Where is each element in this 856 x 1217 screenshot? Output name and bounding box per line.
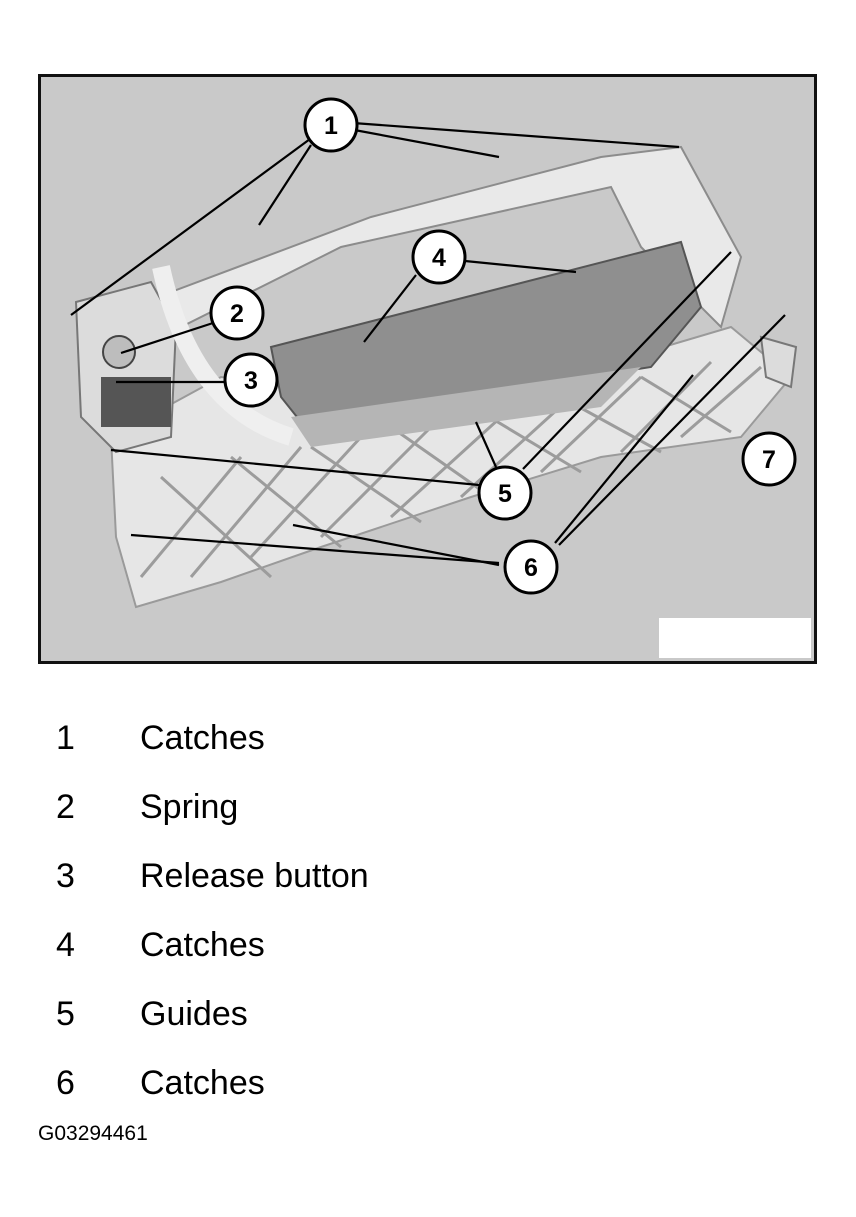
spring-element <box>102 335 136 369</box>
callout-2: 2 <box>209 285 265 341</box>
legend-label: Catches <box>140 1064 265 1102</box>
legend-number: 6 <box>56 1064 75 1102</box>
legend-label: Catches <box>140 719 265 757</box>
callout-7: 7 <box>741 431 797 487</box>
legend-number: 3 <box>56 857 75 895</box>
legend-number: 4 <box>56 926 75 964</box>
legend-item: 2 Spring <box>0 787 600 827</box>
figure-id: G03294461 <box>38 1122 148 1145</box>
svg-text:6: 6 <box>524 554 538 582</box>
legend-item: 4 Catches <box>0 925 600 965</box>
diagram-figure: 1 2 3 4 5 6 7 <box>38 74 817 664</box>
dark-panel <box>269 240 703 424</box>
upper-frame <box>128 145 743 329</box>
svg-text:5: 5 <box>498 480 512 508</box>
legend-number: 1 <box>56 719 75 757</box>
legend-item: 6 Catches <box>0 1063 600 1103</box>
leader-lines <box>70 121 786 567</box>
panel-lip <box>291 367 641 447</box>
callout-6: 6 <box>503 539 559 595</box>
glovebox-illustration: 1 2 3 4 5 6 7 <box>70 97 798 609</box>
legend-label: Release button <box>140 857 369 895</box>
callout-3: 3 <box>223 352 279 408</box>
callout-4: 4 <box>411 229 467 285</box>
legend-label: Catches <box>140 926 265 964</box>
legend-item: 1 Catches <box>0 718 600 758</box>
svg-text:1: 1 <box>324 112 338 140</box>
right-tab <box>759 335 798 389</box>
svg-text:3: 3 <box>244 367 258 395</box>
corner-label-box <box>659 618 811 658</box>
legend-number: 2 <box>56 788 75 826</box>
grille-pattern <box>139 360 762 579</box>
legend-item: 3 Release button <box>0 856 600 896</box>
frame-arm <box>152 265 294 446</box>
legend-label: Spring <box>140 788 239 826</box>
legend-item: 5 Guides <box>0 994 600 1034</box>
svg-text:2: 2 <box>230 300 244 328</box>
callout-5: 5 <box>477 465 533 521</box>
release-button-block <box>101 377 171 427</box>
legend-label: Guides <box>140 995 248 1033</box>
svg-text:4: 4 <box>432 244 446 272</box>
callout-1: 1 <box>303 97 359 153</box>
svg-text:7: 7 <box>762 446 776 474</box>
legend-number: 5 <box>56 995 75 1033</box>
